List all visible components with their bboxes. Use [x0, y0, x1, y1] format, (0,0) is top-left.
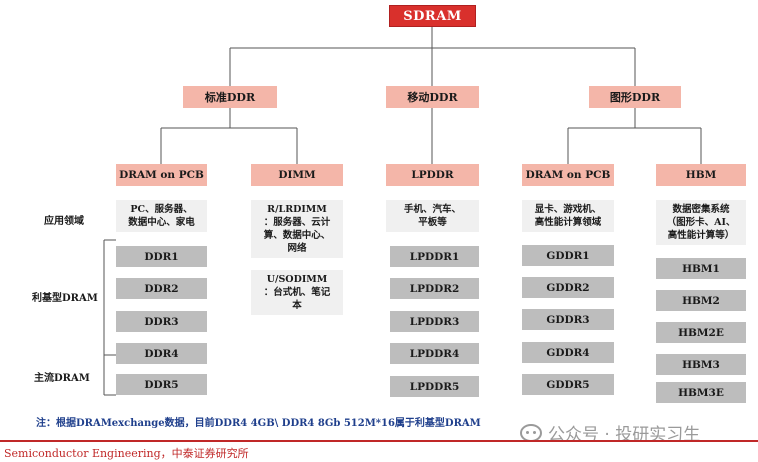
desc-pcb-graphics: 显卡、游戏机、 高性能计算领域	[522, 200, 614, 232]
desc-rlrdimm-line: 网络	[287, 243, 307, 254]
desc-hbm-line: 数据密集系统	[672, 204, 730, 215]
desc-hbm-line: （图形卡、AI、	[666, 217, 736, 228]
gen-lpddr5: LPDDR5	[390, 376, 479, 397]
sub-dram-on-pcb-standard: DRAM on PCB	[116, 164, 207, 186]
category-standard-ddr: 标准DDR	[183, 86, 277, 108]
desc-pcb-graphics-line: 高性能计算领域	[534, 217, 602, 228]
desc-lpddr-line: 手机、汽车、	[403, 204, 461, 215]
sub-dimm: DIMM	[251, 164, 343, 186]
desc-hbm-line: 高性能计算等）	[667, 230, 735, 241]
sub-lpddr: LPDDR	[386, 164, 479, 186]
desc-rlrdimm-line: 算、数据中心、	[263, 230, 331, 241]
sub-dram-on-pcb-graphics: DRAM on PCB	[522, 164, 614, 186]
root-node-sdram: SDRAM	[389, 5, 476, 27]
source-credit: Semiconductor Engineering，中泰证券研究所	[4, 447, 249, 460]
desc-usodimm-line: 本	[292, 300, 302, 311]
gen-lpddr1: LPDDR1	[390, 246, 479, 267]
desc-rlrdimm: R/LRDIMM ：服务器、云计 算、数据中心、 网络	[251, 200, 343, 258]
gen-hbm1: HBM1	[656, 258, 746, 279]
wechat-icon	[520, 423, 542, 442]
sub-hbm: HBM	[656, 164, 746, 186]
gen-ddr1: DDR1	[116, 246, 207, 267]
gen-gddr3: GDDR3	[522, 309, 614, 330]
gen-hbm3e: HBM3E	[656, 382, 746, 403]
label-mainstream-dram: 主流DRAM	[34, 373, 90, 384]
desc-lpddr-line: 平板等	[418, 217, 447, 228]
label-niche-dram: 利基型DRAM	[32, 293, 98, 304]
category-mobile-ddr: 移动DDR	[386, 86, 479, 108]
desc-usodimm: U/SODIMM ：台式机、笔记 本	[251, 270, 343, 315]
desc-pcb-standard-line: PC、服务器、	[130, 204, 193, 215]
gen-gddr4: GDDR4	[522, 342, 614, 363]
desc-hbm: 数据密集系统 （图形卡、AI、 高性能计算等）	[656, 200, 746, 245]
gen-gddr1: GDDR1	[522, 245, 614, 266]
gen-lpddr4: LPDDR4	[390, 343, 479, 364]
gen-gddr2: GDDR2	[522, 277, 614, 298]
gen-hbm2: HBM2	[656, 290, 746, 311]
desc-pcb-graphics-line: 显卡、游戏机、	[534, 204, 602, 215]
desc-usodimm-line: ：台式机、笔记	[263, 287, 331, 298]
gen-hbm3: HBM3	[656, 354, 746, 375]
gen-ddr2: DDR2	[116, 278, 207, 299]
desc-pcb-standard: PC、服务器、 数据中心、家电	[116, 200, 207, 232]
gen-gddr5: GDDR5	[522, 374, 614, 395]
gen-lpddr3: LPDDR3	[390, 311, 479, 332]
desc-pcb-standard-line: 数据中心、家电	[128, 217, 195, 228]
gen-ddr3: DDR3	[116, 311, 207, 332]
desc-lpddr: 手机、汽车、 平板等	[386, 200, 479, 232]
desc-rlrdimm-line: ：服务器、云计	[263, 217, 331, 228]
gen-ddr4: DDR4	[116, 343, 207, 364]
category-graphics-ddr: 图形DDR	[589, 86, 681, 108]
gen-ddr5: DDR5	[116, 374, 207, 395]
desc-rlrdimm-line: R/LRDIMM	[267, 204, 327, 215]
gen-hbm2e: HBM2E	[656, 322, 746, 343]
label-application-field: 应用领域	[44, 216, 84, 227]
gen-lpddr2: LPDDR2	[390, 278, 479, 299]
footnote: 注：根据DRAMexchange数据，目前DDR4 4GB\ DDR4 8Gb …	[36, 418, 481, 429]
desc-usodimm-line: U/SODIMM	[266, 274, 328, 285]
footer-divider	[0, 440, 758, 442]
